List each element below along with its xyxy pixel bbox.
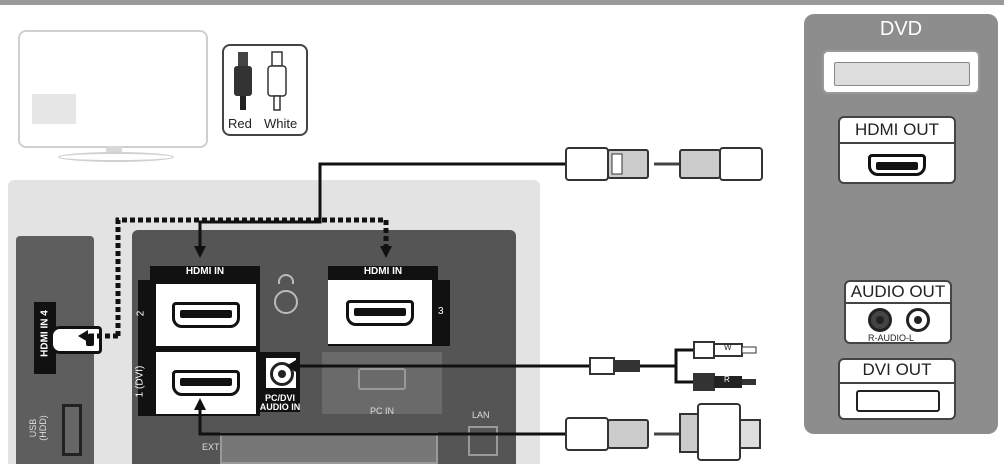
audio-plug-tv-end — [589, 357, 640, 375]
dvi-plug — [679, 403, 761, 461]
hdmi-1-port — [172, 370, 240, 396]
hdmi-in-label-right: HDMI IN — [363, 266, 403, 277]
dvd-title: DVD — [879, 18, 923, 40]
tv-illustration — [18, 30, 208, 148]
white-label: White — [264, 116, 298, 131]
red-label: Red — [228, 116, 252, 131]
hdmi-in-header-left — [150, 266, 260, 280]
tv-neck — [106, 146, 122, 156]
white-plug-mark: W — [724, 343, 732, 352]
hdmi-out-port — [868, 154, 926, 176]
scart-port — [220, 432, 438, 464]
lan-port — [468, 426, 498, 456]
audio-arrow — [286, 360, 296, 372]
hdmi-in-4-label-box — [34, 302, 56, 374]
hdmi-plug-top-right — [679, 147, 763, 181]
hdmi-3-port — [346, 300, 414, 326]
tv-main-panel: HDMI IN 2 1 (DVI) HDMI IN 3 PC/DVI AUDIO… — [132, 230, 516, 464]
pc-in-label: PC IN — [369, 406, 394, 416]
dvd-player-icon — [834, 62, 970, 86]
audio-out-l-jack — [906, 308, 930, 332]
rca-color-legend: Red White — [222, 44, 308, 136]
ext-label: EXT — [202, 442, 220, 452]
rca-plugs-icon — [234, 51, 287, 111]
rca-red-plug — [693, 373, 756, 391]
hdmi-out-box: HDMI OUT — [838, 116, 956, 184]
tv-rear-inset — [32, 94, 76, 124]
hdmi-cable-arrow — [194, 246, 206, 258]
dvi-cable — [198, 410, 682, 436]
red-plug-mark: R — [724, 375, 730, 384]
dvi-out-port — [856, 390, 940, 412]
pc-dvi-audio-label: PC/DVI AUDIO IN — [259, 393, 301, 412]
audio-out-divider — [846, 302, 950, 304]
dashed-route-hdmi4 — [88, 217, 389, 339]
dashed-arrow-left — [78, 330, 88, 342]
hdmi-cable-top — [198, 162, 682, 246]
dashed-arrow-right — [380, 246, 392, 258]
audio-out-sub-label: R-AUDIO-L — [868, 333, 915, 343]
headphone-jack — [274, 290, 298, 314]
dvi-cable-arrow — [194, 398, 206, 410]
audio-cable — [296, 348, 694, 384]
audio-out-box: AUDIO OUT R-AUDIO-L — [844, 280, 952, 344]
hdmi-in-label-left: HDMI IN — [185, 266, 225, 277]
lan-label: LAN — [472, 410, 490, 420]
headphone-icon — [278, 274, 294, 284]
dvi-out-box: DVI OUT — [838, 358, 956, 420]
hdmi-out-divider — [840, 142, 954, 144]
port-num-3: 3 — [438, 306, 444, 317]
hdmi-plug-top-left — [565, 147, 649, 181]
hdmi-2-port — [172, 302, 240, 328]
pc-in-area — [322, 352, 442, 414]
tv-side-panel: HDMI IN 4 USB (HDD) — [16, 236, 102, 464]
hdmi-in-header-right — [328, 266, 438, 280]
dvd-player-box — [822, 50, 980, 94]
rca-white-plug — [693, 341, 757, 359]
usb-port — [62, 404, 82, 456]
top-divider — [0, 0, 1004, 5]
dvi-out-divider — [840, 382, 954, 384]
audio-out-r-jack — [868, 308, 892, 332]
dvi-out-label: DVI OUT — [862, 360, 932, 379]
vga-port — [358, 368, 406, 390]
hdmi-plug-bottom — [565, 417, 649, 451]
tv-stand — [58, 152, 174, 162]
hdmi-out-label: HDMI OUT — [854, 120, 940, 139]
audio-out-label: AUDIO OUT — [850, 282, 946, 301]
